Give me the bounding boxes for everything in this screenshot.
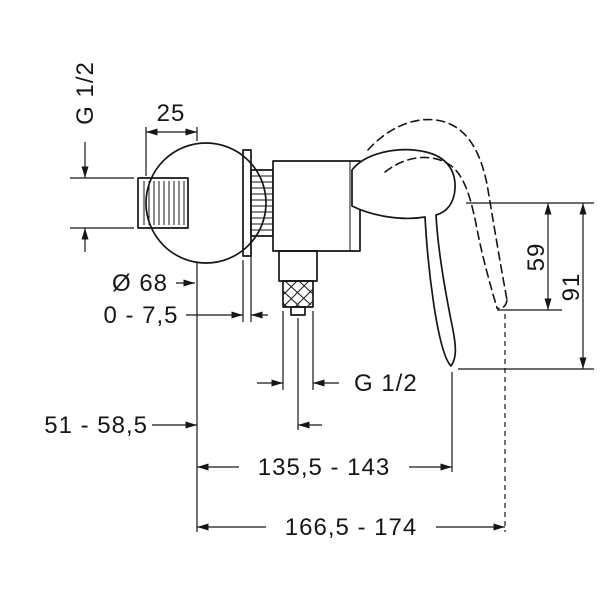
thread-hatch xyxy=(143,181,185,225)
dim-handle-depth-closed: 135,5 - 143 xyxy=(197,372,453,481)
dim-handle-drops: 59 91 xyxy=(458,202,594,370)
supply-pipe-thread xyxy=(137,177,189,229)
lever-handle-closed xyxy=(351,148,457,367)
dim-wall-to-outlet: 51 - 58,5 xyxy=(44,412,322,439)
dimension-label-outlet-thread: G 1/2 xyxy=(354,370,418,397)
dimension-label-drop-open: 59 xyxy=(523,243,550,272)
dimension-label-depth-open: 166,5 - 174 xyxy=(285,514,417,541)
lever-handle-open-phantom xyxy=(367,118,508,310)
dimension-label-drop-closed: 91 xyxy=(558,273,585,302)
dim-handle-depth-open: 166,5 - 174 xyxy=(197,314,506,541)
dimension-label-25: 25 xyxy=(157,100,186,127)
dim-nipple-25: 25 xyxy=(145,100,198,176)
dimension-label-wall-to-outlet: 51 - 58,5 xyxy=(44,412,148,439)
dimension-label-adjust-gap: 0 - 7,5 xyxy=(103,302,178,329)
dimension-label-depth-closed: 135,5 - 143 xyxy=(258,454,390,481)
mixer-body xyxy=(272,160,361,252)
dimension-label-diameter: Ø 68 xyxy=(112,270,168,297)
nut-ribs xyxy=(252,175,272,231)
dim-escutcheon-diameter: Ø 68 xyxy=(112,270,195,297)
outlet-spout xyxy=(278,250,318,316)
dim-inlet-thread: G 1/2 xyxy=(70,61,134,252)
dim-outlet-thread: G 1/2 xyxy=(257,311,418,397)
dim-adjust-gap: 0 - 7,5 xyxy=(103,240,268,329)
outlet-thread-hatch xyxy=(282,280,314,308)
dimension-label-inlet-thread: G 1/2 xyxy=(72,61,99,125)
